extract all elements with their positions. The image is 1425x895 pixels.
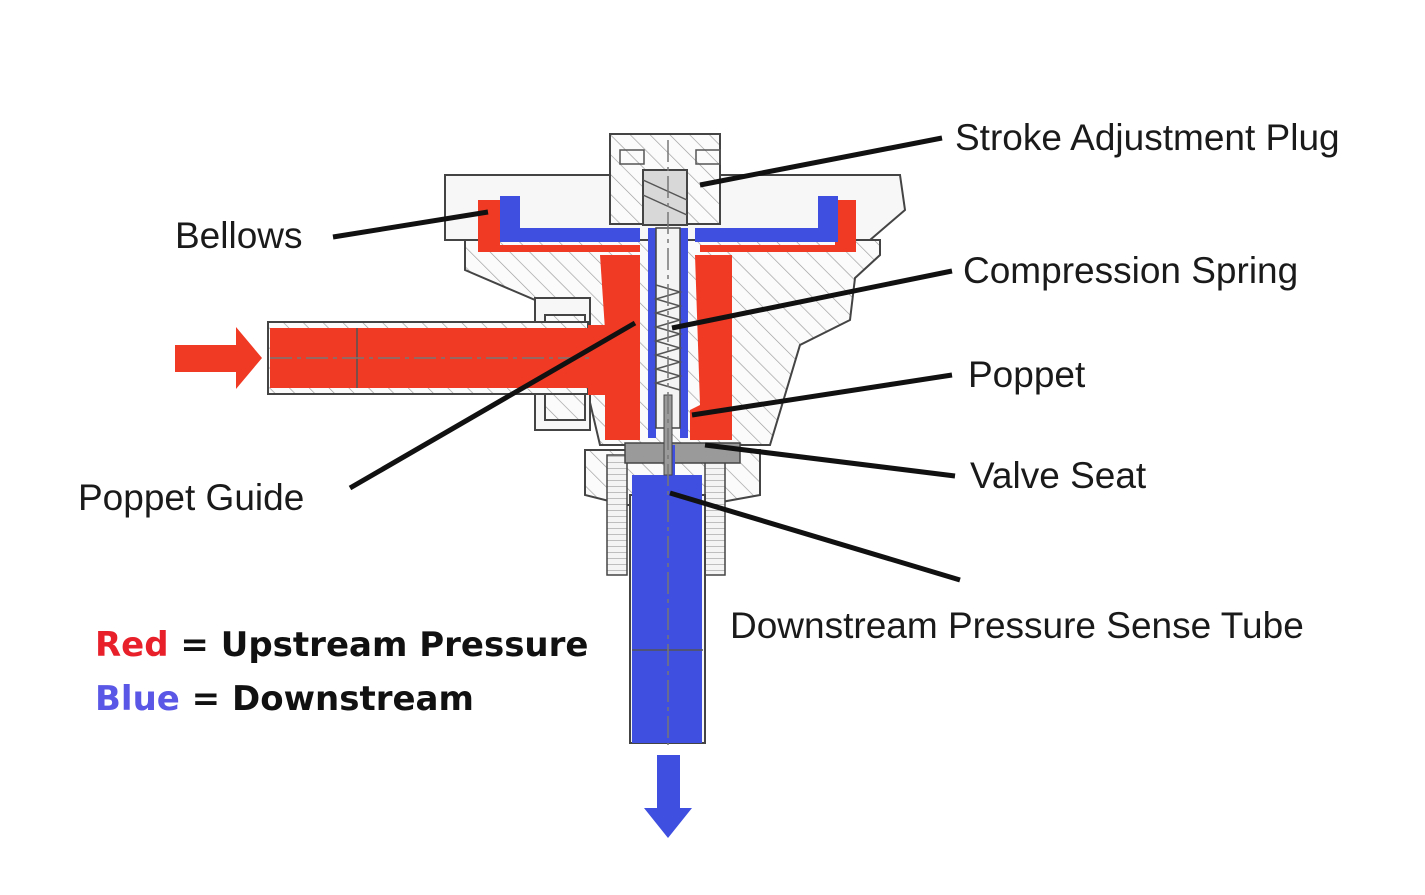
leader-stroke-adjustment-plug	[699, 135, 943, 188]
legend-upstream: Red = Upstream Pressure	[95, 625, 588, 665]
downstream-pressure-region	[500, 196, 838, 743]
leader-compression-spring	[671, 268, 953, 331]
leader-poppet-guide	[348, 320, 637, 491]
legend-red-meaning: = Upstream Pressure	[169, 625, 589, 665]
label-downstream-pressure-sense-tube: Downstream Pressure Sense Tube	[730, 605, 1304, 646]
label-bellows: Bellows	[175, 215, 303, 256]
label-compression-spring: Compression Spring	[963, 250, 1298, 291]
leader-poppet	[691, 372, 953, 418]
legend-red-word: Red	[95, 625, 169, 665]
leader-bellows	[332, 209, 489, 240]
legend: Red = Upstream Pressure Blue = Downstrea…	[95, 625, 588, 719]
leader-downstream-pressure-sense-tube	[669, 490, 961, 583]
legend-blue-meaning: = Downstream	[180, 679, 474, 719]
label-valve-seat: Valve Seat	[970, 455, 1147, 496]
outlet-flow-arrow	[644, 755, 692, 838]
label-stroke-adjustment-plug: Stroke Adjustment Plug	[955, 117, 1340, 158]
leader-valve-seat	[704, 442, 956, 479]
legend-downstream: Blue = Downstream	[95, 679, 474, 719]
label-poppet-guide: Poppet Guide	[78, 477, 304, 518]
inlet-flow-arrow	[175, 327, 262, 389]
label-poppet: Poppet	[968, 354, 1086, 395]
legend-blue-word: Blue	[95, 679, 180, 719]
